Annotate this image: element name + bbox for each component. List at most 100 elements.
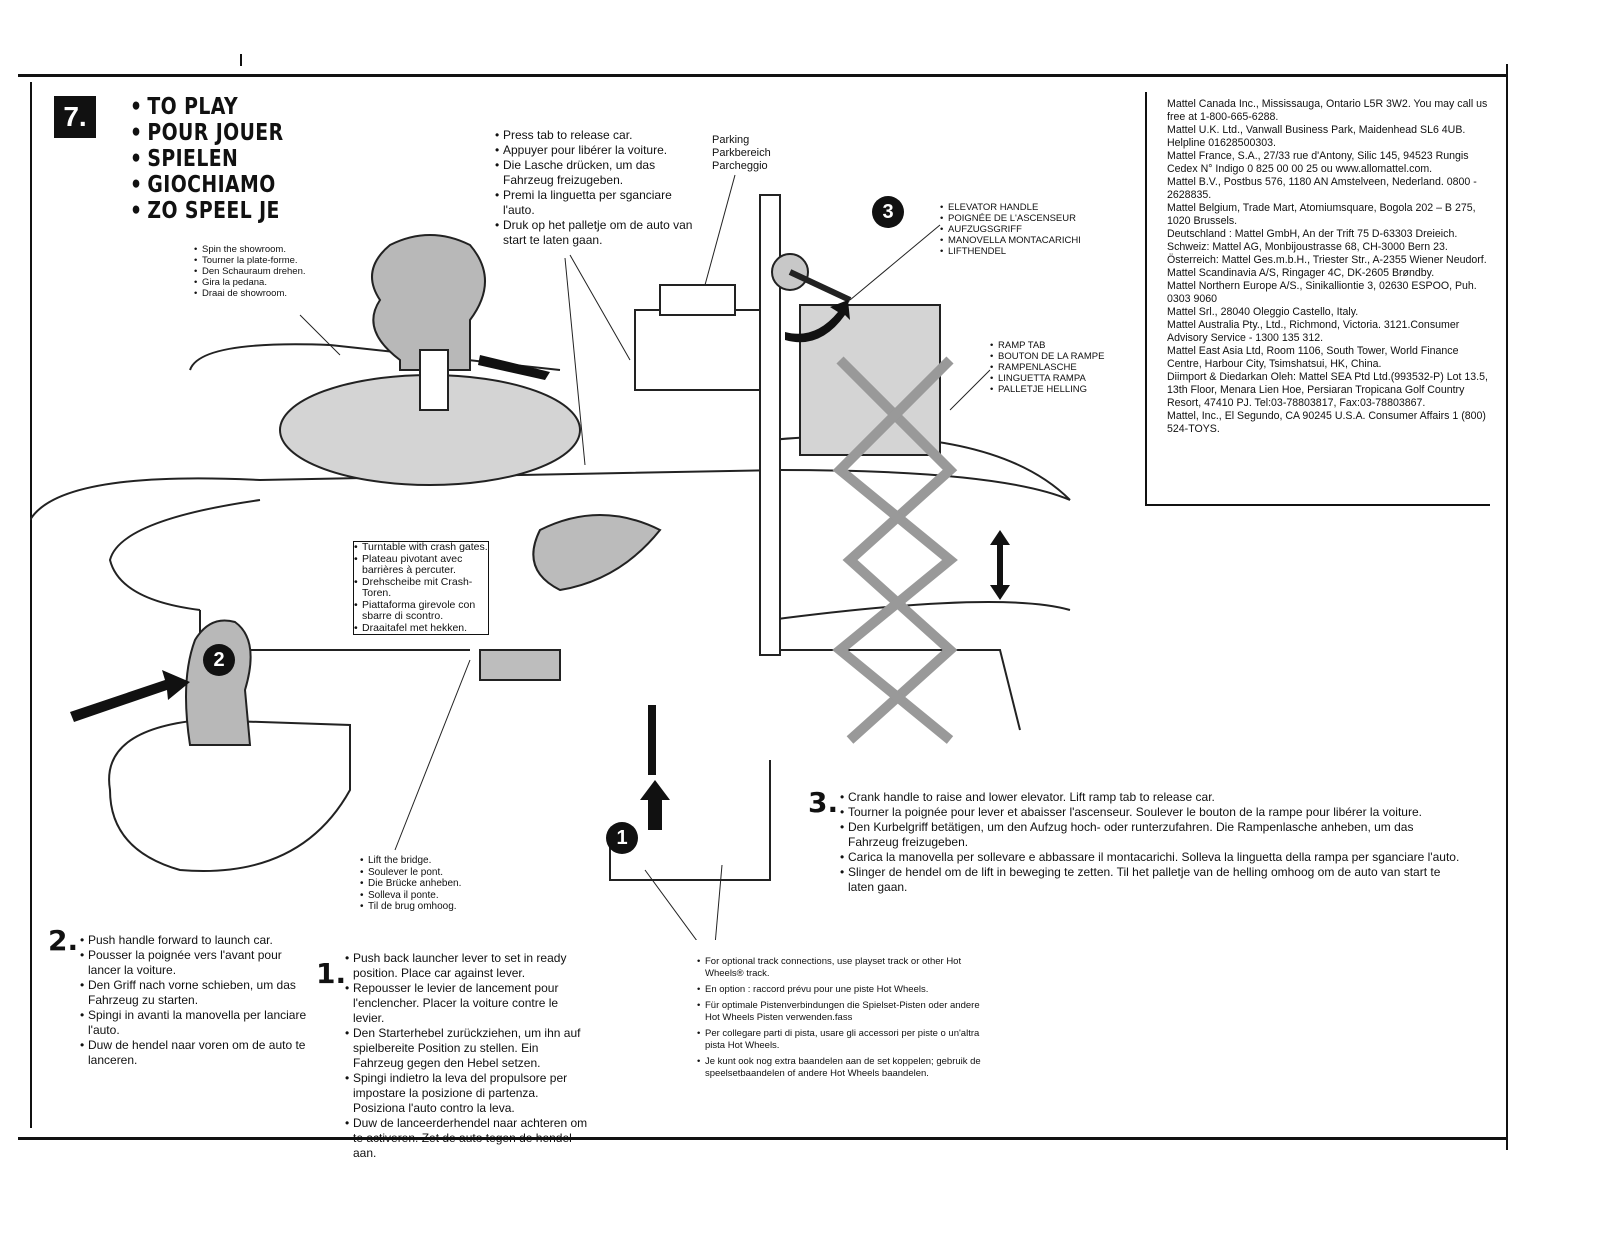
right-rule <box>1506 64 1508 1150</box>
callout-ramp-tab: RAMP TAB BOUTON DE LA RAMPE RAMPENLASCHE… <box>990 340 1110 395</box>
callout-line: RAMPENLASCHE <box>990 362 1110 373</box>
track-upper-loop <box>30 468 1071 521</box>
mattel-contact-addresses: Mattel Canada Inc., Mississauga, Ontario… <box>1145 92 1490 506</box>
heading-french: POUR JOUER <box>130 120 284 146</box>
instruction-line: Tourner la poignée pour lever et abaisse… <box>840 805 1460 820</box>
callout-line: LIFTHENDEL <box>940 246 1090 257</box>
address-entry: Deutschland : Mattel GmbH, An der Trift … <box>1167 228 1487 266</box>
callout-line: Solleva il ponte. <box>360 890 480 902</box>
elevator-updown-arrow <box>990 530 1010 600</box>
callout-line: Druk op het palletje om de auto van star… <box>495 218 705 248</box>
instruction-line: Crank handle to raise and lower elevator… <box>840 790 1460 805</box>
step-3-number: 3. <box>808 786 839 819</box>
marker-2: 2 <box>203 644 235 676</box>
callout-line: Für optimale Pistenverbindungen die Spie… <box>697 1000 997 1024</box>
marker-1: 1 <box>606 822 638 854</box>
address-entry: Diimport & Diedarkan Oleh: Mattel SEA Pt… <box>1167 371 1488 409</box>
callout-line: Premi la linguetta per sganciare l'auto. <box>495 188 705 218</box>
instruction-line: Den Starterhebel zurückziehen, um ihn au… <box>345 1026 590 1071</box>
callout-line: Press tab to release car. <box>495 128 705 143</box>
callout-line: RAMP TAB <box>990 340 1110 351</box>
step-3-instructions: Crank handle to raise and lower elevator… <box>840 790 1460 895</box>
left-rule <box>30 82 32 1128</box>
callout-line: AUFZUGSGRIFF <box>940 224 1090 235</box>
heading-english: TO PLAY <box>130 94 284 120</box>
lever-pull-arrow <box>640 780 670 830</box>
callout-line: Piattaforma girevole con sbarre di scont… <box>354 599 488 623</box>
callout-line: Spin the showroom. <box>194 244 344 255</box>
crank-arm <box>788 269 852 303</box>
crash-gate-area <box>532 514 662 592</box>
bottom-rule <box>18 1137 1508 1140</box>
address-entry: Mattel France, S.A., 27/33 rue d'Antony,… <box>1167 150 1469 175</box>
callout-line: Parkbereich <box>712 147 771 159</box>
spin-arrow <box>478 355 550 380</box>
instruction-line: Pousser la poignée vers l'avant pour lan… <box>80 948 310 978</box>
launcher-lever <box>648 705 656 775</box>
section-headings: TO PLAY POUR JOUER SPIELEN GIOCHIAMO ZO … <box>130 94 317 224</box>
callout-line: LINGUETTA RAMPA <box>990 373 1110 384</box>
callout-line: Die Brücke anheben. <box>360 878 480 890</box>
marker-3: 3 <box>872 196 904 228</box>
heading-german: SPIELEN <box>130 146 284 172</box>
callout-line: MANOVELLA MONTACARICHI <box>940 235 1090 246</box>
address-entry: Mattel Australia Pty., Ltd., Richmond, V… <box>1167 319 1460 344</box>
callout-line: Den Schauraum drehen. <box>194 266 344 277</box>
instruction-line: Slinger de hendel om de lift in beweging… <box>840 865 1460 895</box>
parking-building <box>634 309 771 391</box>
launcher-base <box>108 718 351 872</box>
callout-turntable: Turntable with crash gates. Plateau pivo… <box>353 541 489 635</box>
callout-line: Parcheggio <box>712 160 768 172</box>
top-rule <box>18 74 1508 77</box>
base-edge-c <box>609 760 771 881</box>
instruction-line: Spingi in avanti la manovella per lancia… <box>80 1008 310 1038</box>
playset-illustration <box>30 174 1071 940</box>
track-lower-ramp <box>769 601 1071 621</box>
callout-line: Soulever le pont. <box>360 867 480 879</box>
callout-line: Gira la pedana. <box>194 277 344 288</box>
parking-roof <box>659 284 736 316</box>
instruction-line: Den Kurbelgriff betätigen, um den Aufzug… <box>840 820 1460 850</box>
step-1-number: 1. <box>316 957 347 990</box>
callout-line: Drehscheibe mit Crash-Toren. <box>354 576 488 600</box>
address-entry: Mattel U.K. Ltd., Vanwall Business Park,… <box>1167 124 1466 149</box>
address-entry: Mattel East Asia Ltd, Room 1106, South T… <box>1167 345 1459 370</box>
address-entry: Mattel Srl., 28040 Oleggio Castello, Ita… <box>1167 306 1359 318</box>
step-1-instructions: Push back launcher lever to set in ready… <box>345 951 590 1161</box>
callout-line: Je kunt ook nog extra baandelen aan de s… <box>697 1056 997 1080</box>
callout-line: PALLETJE HELLING <box>990 384 1110 395</box>
instruction-line: Duw de lanceerderhendel naar achteren om… <box>345 1116 590 1161</box>
callout-line: Parking <box>712 134 750 146</box>
instruction-line: Push back launcher lever to set in ready… <box>345 951 590 981</box>
callout-line: Appuyer pour libérer la voiture. <box>495 143 705 158</box>
callout-line: Plateau pivotant avec barrières à percut… <box>354 553 488 577</box>
callout-bridge: Lift the bridge. Soulever le pont. Die B… <box>360 855 480 913</box>
callout-line: BOUTON DE LA RAMPE <box>990 351 1110 362</box>
callout-line: POIGNÉE DE L'ASCENSEUR <box>940 213 1090 224</box>
callout-line: Draai de showroom. <box>194 288 344 299</box>
showroom-sign <box>371 234 486 371</box>
elevator-tower <box>759 194 781 656</box>
address-entry: Mattel Northern Europe A/S., Sinikallion… <box>1167 280 1477 305</box>
heading-italian: GIOCHIAMO <box>130 172 284 198</box>
callout-line: For optional track connections, use play… <box>697 956 997 980</box>
instruction-line: Push handle forward to launch car. <box>80 933 310 948</box>
step-2-instructions: Push handle forward to launch car. Pouss… <box>80 933 310 1068</box>
step-2-number: 2. <box>48 924 79 957</box>
callout-press-tab: Press tab to release car. Appuyer pour l… <box>495 128 705 248</box>
callout-showroom: Spin the showroom. Tourner la plate-form… <box>194 244 344 299</box>
step-number-badge: 7. <box>54 96 96 138</box>
address-entry: Mattel B.V., Postbus 576, 1180 AN Amstel… <box>1167 176 1477 201</box>
callout-elevator-handle: ELEVATOR HANDLE POIGNÉE DE L'ASCENSEUR A… <box>940 202 1090 257</box>
address-entry: Mattel Belgium, Trade Mart, Atomiumsquar… <box>1167 202 1476 227</box>
callout-track-connections: For optional track connections, use play… <box>697 956 997 1084</box>
callout-line: Draaitafel met hekken. <box>354 622 488 635</box>
callout-line: Die Lasche drücken, um das Fahrzeug frei… <box>495 158 705 188</box>
launcher-handle <box>185 619 252 746</box>
bridge-piece <box>479 649 561 681</box>
launch-push-arrow <box>70 670 190 722</box>
instruction-line: Duw de hendel naar voren om de auto te l… <box>80 1038 310 1068</box>
scissor-lift <box>832 356 958 744</box>
address-entry: Mattel Canada Inc., Mississauga, Ontario… <box>1167 98 1488 123</box>
callout-line: Til de brug omhoog. <box>360 901 480 913</box>
